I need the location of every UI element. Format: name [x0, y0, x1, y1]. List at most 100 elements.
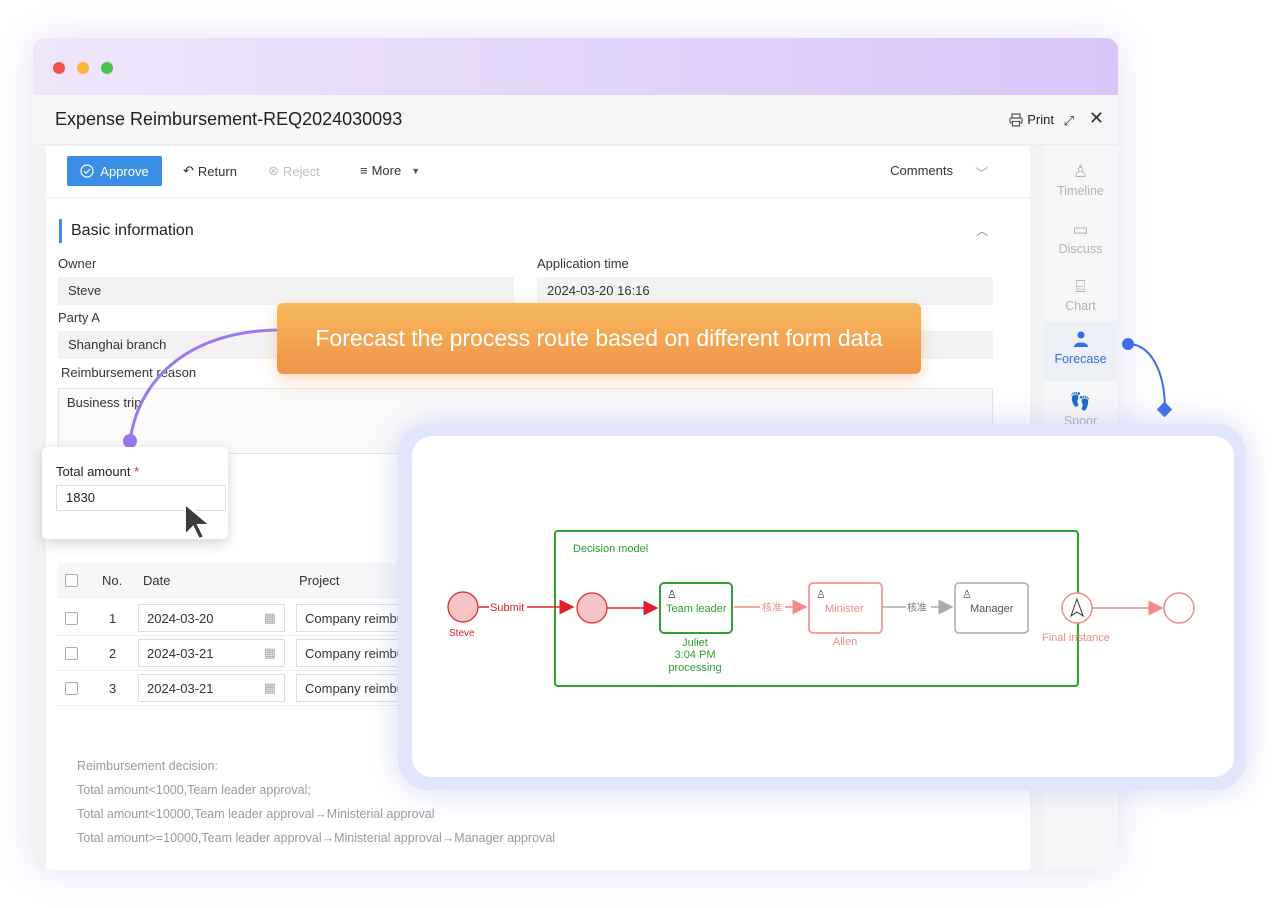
chevron-up-icon[interactable]: ︿	[975, 224, 988, 238]
close-window-dot[interactable]	[53, 62, 65, 74]
row-checkbox[interactable]	[65, 611, 78, 625]
menu-lines-icon: ≡	[360, 163, 368, 178]
total-amount-label-text: Total amount	[56, 464, 131, 479]
approve-edge-label-1: 核准	[762, 601, 782, 614]
row-checkbox[interactable]	[65, 681, 78, 695]
process-flow-svg: Decision model Steve Submit ♙ Team leade…	[447, 530, 1195, 687]
more-dropdown[interactable]: ≡ More ▼	[360, 163, 420, 178]
date-picker[interactable]: 2024-03-21 ▦	[138, 674, 285, 702]
row-checkbox[interactable]	[65, 646, 78, 660]
minister-label: Minister	[825, 603, 864, 615]
close-icon[interactable]: ✕	[1088, 108, 1104, 128]
start-node	[447, 591, 479, 623]
minister-node	[808, 582, 883, 634]
return-button[interactable]: ↶ Return	[183, 163, 237, 179]
user-stamp-icon: ♙	[1072, 162, 1089, 181]
minister-user: Allen	[833, 636, 857, 648]
forecast-connector-dot	[1122, 338, 1134, 350]
application-time-field: 2024-03-20 16:16	[537, 277, 993, 305]
sidebar-item-timeline[interactable]: ♙ Timeline	[1043, 156, 1118, 212]
date-value: 2024-03-21	[147, 645, 214, 661]
sidebar-item-discuss[interactable]: ▭ Discuss	[1043, 214, 1118, 270]
decision-line-1: Total amount<1000,Team leader approval;	[77, 783, 311, 797]
date-value: 2024-03-20	[147, 610, 214, 626]
team-leader-time: 3:04 PM	[675, 649, 716, 661]
team-leader-status: processing	[668, 662, 721, 674]
decision-title: Reimbursement decision:	[77, 759, 219, 773]
date-picker[interactable]: 2024-03-21 ▦	[138, 639, 285, 667]
user-node-icon: ♙	[667, 588, 677, 601]
row-no: 3	[109, 680, 117, 696]
decision-start-node	[576, 592, 608, 624]
start-user: Steve	[449, 628, 475, 639]
sidebar-item-label: Forecase	[1054, 352, 1107, 366]
print-button[interactable]: Print	[1009, 112, 1054, 127]
submit-label: Submit	[490, 602, 524, 614]
header-no: No.	[102, 572, 123, 588]
required-mark: *	[134, 464, 140, 479]
final-instance-label: Final instance	[1042, 632, 1110, 644]
title-bar	[33, 38, 1118, 95]
more-label: More	[371, 163, 402, 178]
navigation-icon	[1070, 597, 1084, 618]
print-label: Print	[1027, 112, 1054, 127]
calendar-icon: ▦	[263, 680, 276, 695]
approve-edge-label-2: 核准	[907, 601, 927, 614]
owner-label: Owner	[58, 256, 97, 271]
sidebar-item-label: Chart	[1065, 299, 1096, 313]
application-time-label: Application time	[537, 256, 629, 271]
total-amount-label: Total amount *	[56, 464, 139, 479]
calendar-icon: ▦	[263, 645, 276, 660]
minimize-window-dot[interactable]	[77, 62, 89, 74]
row-no: 1	[109, 610, 117, 626]
date-value: 2024-03-21	[147, 680, 214, 696]
total-amount-input[interactable]: 1830	[56, 485, 226, 511]
total-amount-card: Total amount * 1830	[42, 447, 228, 541]
sidebar-item-label: Discuss	[1058, 242, 1103, 256]
flowchart-icon: ⌸	[1075, 277, 1086, 296]
row-no: 2	[109, 645, 117, 661]
approve-button[interactable]: Approve	[67, 156, 162, 186]
forecast-connector-line	[1127, 343, 1166, 411]
undo-icon: ↶	[183, 163, 194, 178]
header-date: Date	[143, 572, 171, 588]
approve-label: Approve	[100, 163, 149, 179]
caret-down-icon: ▼	[411, 165, 421, 176]
manager-node	[954, 582, 1029, 634]
sidebar-item-chart[interactable]: ⌸ Chart	[1043, 271, 1118, 327]
decision-notes: Reimbursement decision: Total amount<100…	[77, 754, 555, 850]
check-circle-icon	[80, 164, 94, 178]
comments-dropdown[interactable]: Comments ﹀	[890, 163, 988, 182]
user-node-icon: ♙	[816, 588, 826, 601]
date-picker[interactable]: 2024-03-20▦	[138, 604, 285, 632]
user-node-icon: ♙	[962, 588, 972, 601]
select-all-checkbox[interactable]	[65, 573, 78, 587]
forecast-user-icon	[1043, 330, 1118, 352]
chat-icon: ▭	[1072, 220, 1089, 239]
return-label: Return	[197, 163, 237, 179]
forecast-banner: Forecast the process route based on diff…	[277, 303, 921, 374]
reason-label: Reimbursement reason	[61, 365, 197, 380]
owner-field: Steve	[58, 277, 514, 305]
footprint-icon: 👣	[1069, 392, 1092, 411]
document-header: Expense Reimbursement-REQ2024030093 Prin…	[33, 95, 1118, 145]
party-a-label: Party A	[58, 310, 100, 325]
process-diagram: Decision model Steve Submit ♙ Team leade…	[412, 436, 1234, 777]
maximize-window-dot[interactable]	[101, 62, 113, 74]
reject-label: Reject	[282, 163, 320, 179]
team-leader-user: Juliet	[682, 637, 708, 649]
cursor-arrow-icon	[184, 502, 213, 541]
comments-label: Comments	[890, 163, 953, 178]
reject-button[interactable]: ⊗ Reject	[268, 163, 320, 179]
decision-line-3: Total amount>=10000,Team leader approval…	[77, 831, 556, 845]
header-project: Project	[299, 572, 340, 588]
decision-line-2: Total amount<10000,Team leader approval→…	[77, 807, 435, 821]
manager-label: Manager	[970, 603, 1014, 615]
sidebar-item-forecase[interactable]: Forecase	[1043, 321, 1118, 381]
decision-model-label: Decision model	[573, 543, 648, 555]
action-toolbar: Approve ↶ Return ⊗ Reject ≡ More ▼ Comme…	[46, 146, 1030, 198]
sidebar-item-label: Timeline	[1057, 184, 1104, 198]
expand-icon[interactable]: ⤢	[1063, 113, 1074, 128]
section-title: Basic information	[59, 219, 194, 243]
